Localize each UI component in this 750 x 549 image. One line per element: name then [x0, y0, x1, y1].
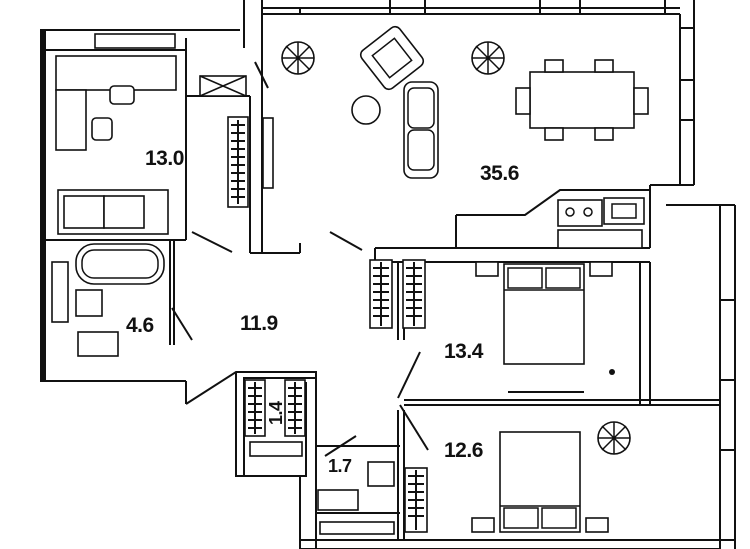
armchair [359, 25, 425, 91]
area-label-bedroom-2: 12.6 [444, 439, 483, 462]
study-shelf [55, 89, 87, 151]
area-label-hall: 11.9 [240, 312, 278, 335]
door-study [191, 231, 233, 253]
plant-icon [597, 421, 631, 455]
door-closet [254, 61, 269, 89]
door-bedroom-1 [397, 351, 421, 399]
nightstand [589, 261, 613, 277]
door-living [329, 231, 363, 251]
wc-toilet [317, 489, 359, 511]
coffee-table [351, 95, 381, 125]
plant-icon [471, 41, 505, 75]
plant-icon [281, 41, 315, 75]
kitchen-counter [557, 197, 645, 249]
area-label-bedroom-1: 13.4 [444, 340, 484, 363]
wc-fixtures [249, 441, 395, 535]
door-bathroom [171, 307, 193, 341]
washer [51, 261, 69, 323]
closet-shelf [249, 441, 303, 457]
nightstand [585, 517, 609, 533]
desk-chair [91, 117, 113, 141]
wc-shelf [319, 521, 395, 535]
bathtub [75, 243, 165, 285]
living-furniture [281, 25, 649, 455]
wardrobe-bedroom-1 [369, 259, 426, 329]
study-furniture [55, 33, 247, 235]
dining-table [529, 71, 635, 129]
bedroom-1-furniture [475, 261, 615, 393]
wardrobes [227, 116, 428, 533]
wardrobe-closet [244, 379, 306, 437]
nightstand [475, 261, 499, 277]
area-label-bathroom: 4.6 [126, 314, 154, 337]
light-point [609, 369, 615, 375]
room-labels: 35.6 13.0 11.9 4.6 13.4 12.6 1.4 1.7 [126, 147, 519, 476]
window-radiator [94, 33, 176, 49]
walls [40, 0, 736, 549]
wardrobe-bedroom-2 [404, 467, 428, 533]
wardrobe-study [227, 116, 274, 208]
bathroom-fixtures [51, 243, 165, 357]
bed [499, 431, 581, 533]
area-label-closet: 1.4 [266, 401, 286, 425]
bath-sink [75, 289, 103, 317]
area-label-wc: 1.7 [328, 456, 352, 476]
dining-chairs [515, 59, 649, 141]
toilet [77, 331, 119, 357]
bedroom-2-furniture [471, 431, 609, 533]
door-bedroom-2 [399, 404, 429, 451]
area-label-kitchen-living: 35.6 [480, 162, 519, 185]
nightstand [471, 517, 495, 533]
doors [171, 61, 429, 457]
study-chair [109, 85, 135, 105]
bed [503, 263, 585, 365]
study-desk [55, 55, 177, 91]
door-wc [324, 435, 357, 457]
area-label-study: 13.0 [145, 147, 184, 170]
wc-sink [367, 461, 395, 487]
